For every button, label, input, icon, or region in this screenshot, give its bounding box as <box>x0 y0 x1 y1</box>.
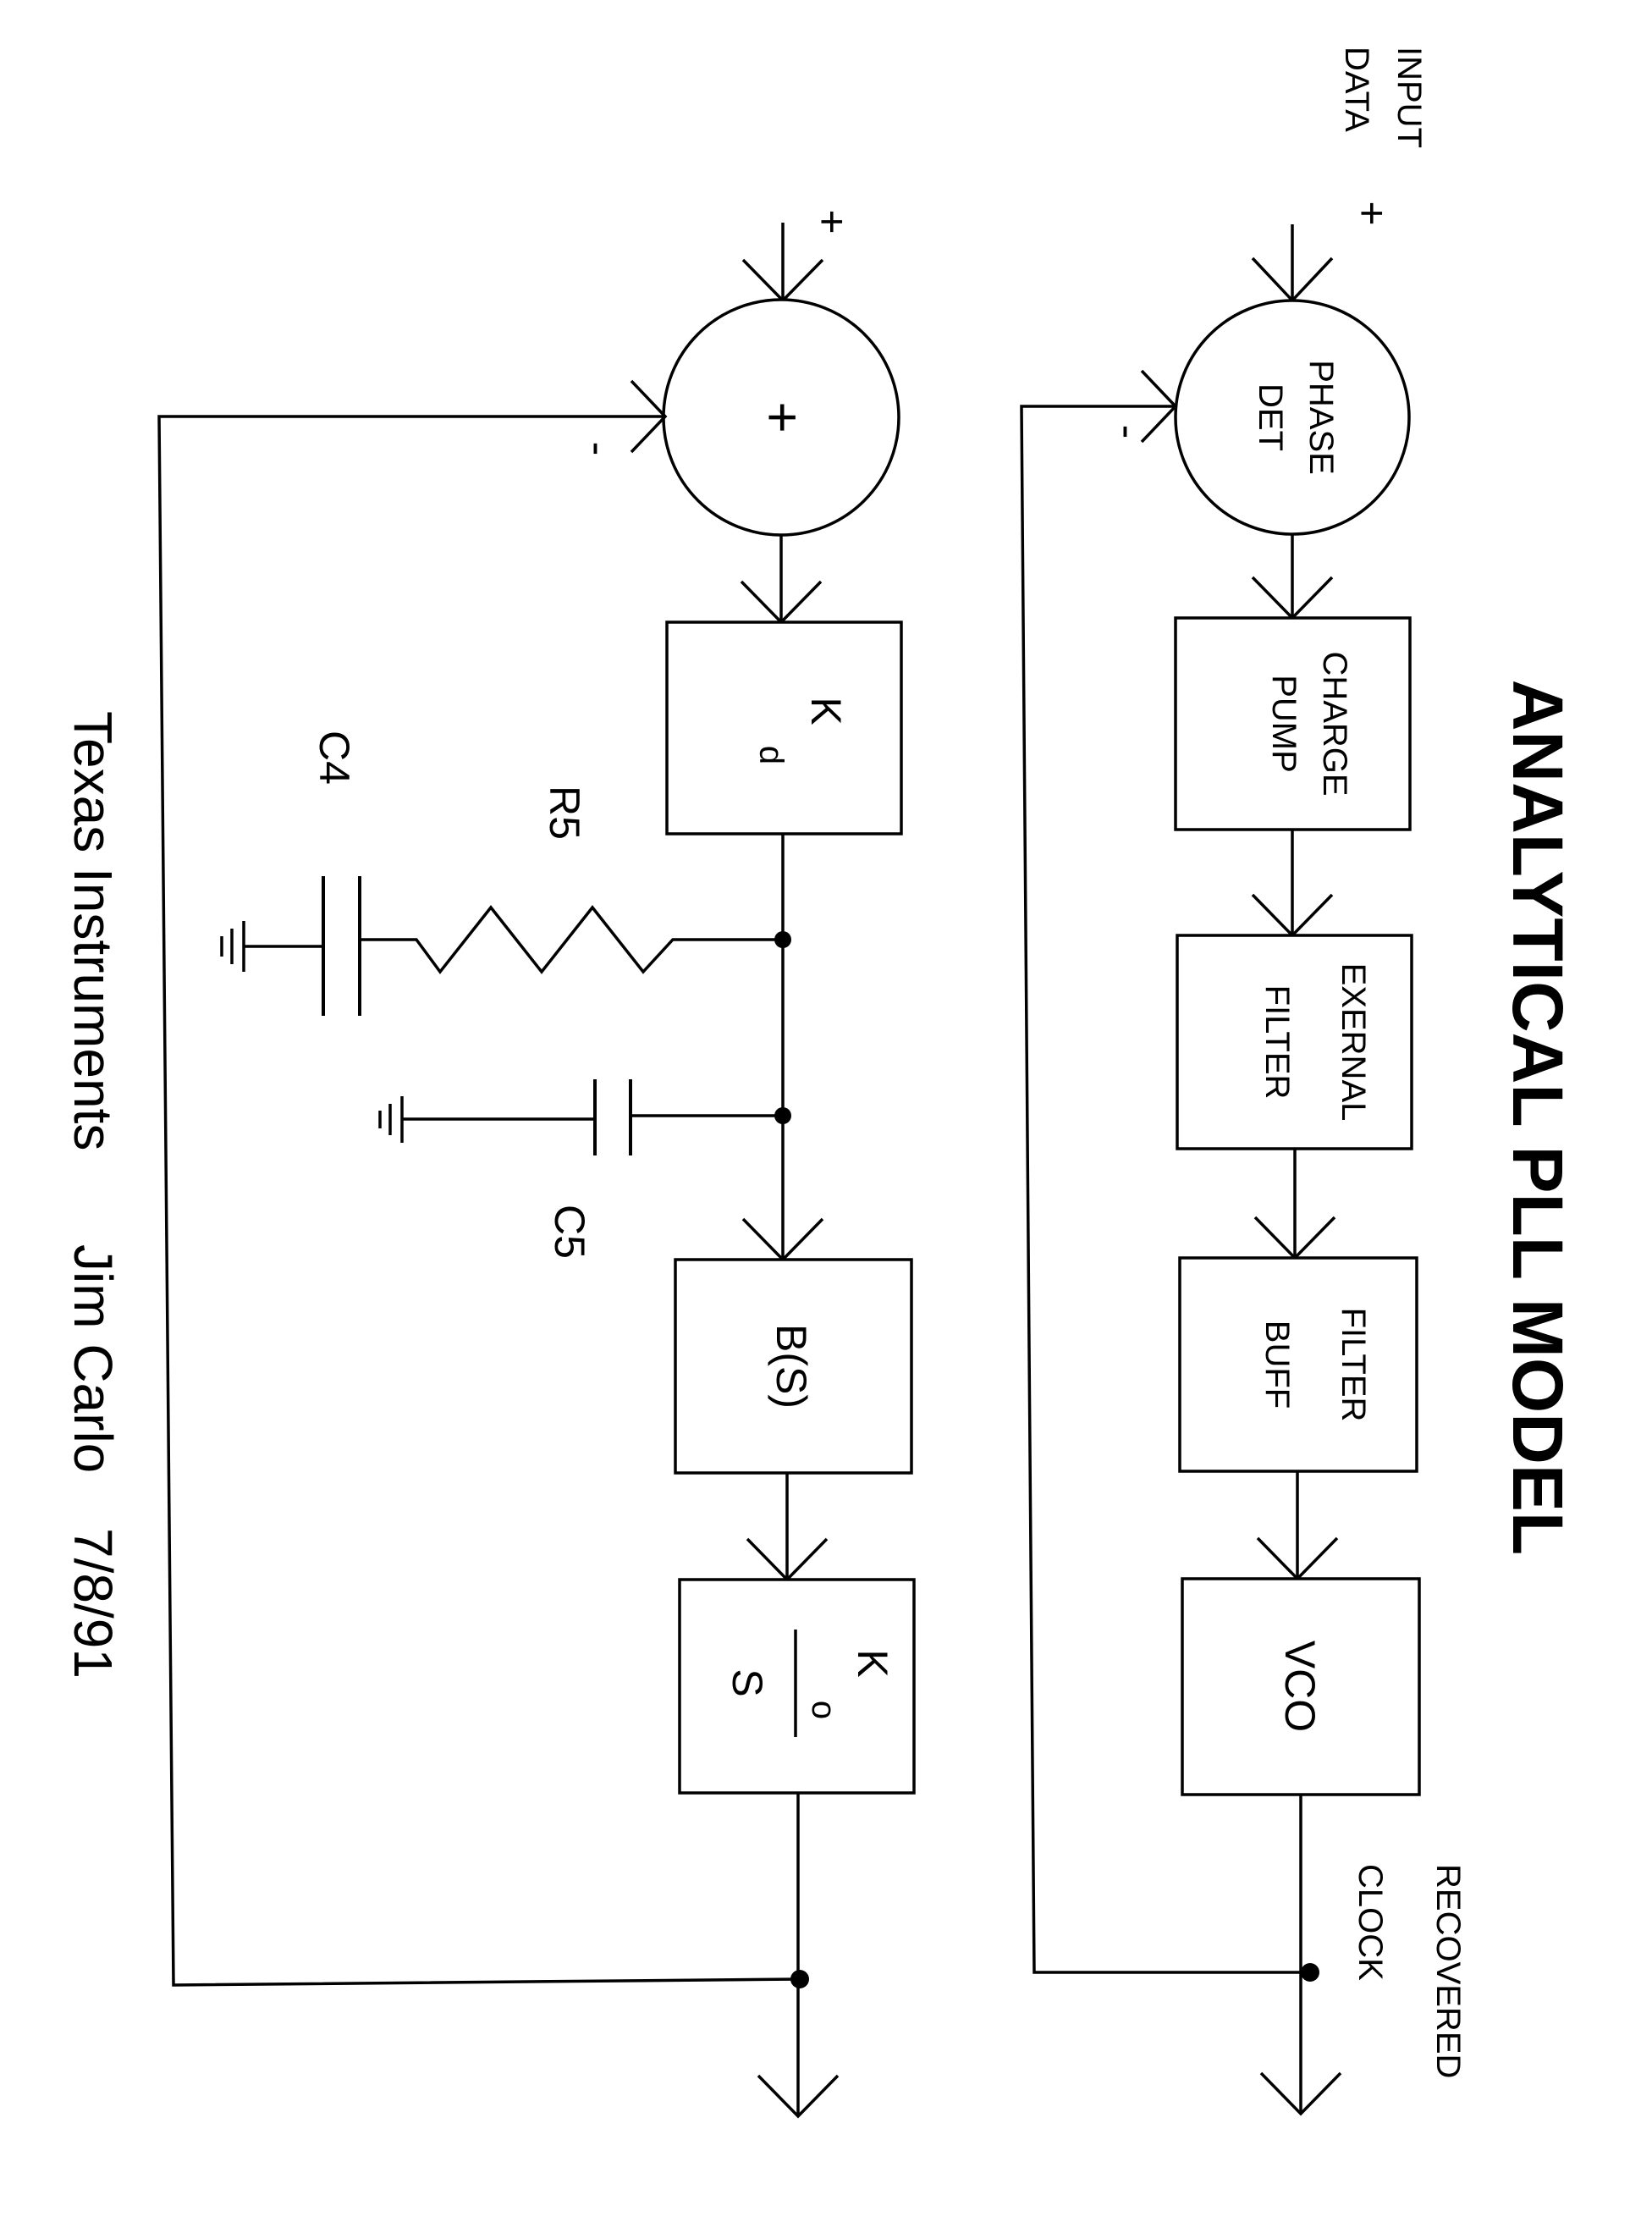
summer-minus-sign: - <box>575 442 622 456</box>
kd-block <box>665 620 903 836</box>
footer-company: Texas Instruments <box>63 711 124 1150</box>
phase-det-minus-sign: - <box>1104 425 1152 439</box>
footer-date: 7/8/91 <box>63 1528 124 1679</box>
footer: Texas Instruments Jim Carlo 7/8/91 <box>63 711 124 1679</box>
svg-text:PUMP: PUMP <box>1265 675 1302 773</box>
svg-text:K: K <box>849 1649 896 1677</box>
svg-text:K: K <box>802 697 850 725</box>
bottom-feedback-wire <box>157 415 801 1987</box>
charge-pump-block <box>1174 616 1412 831</box>
summer-label: + <box>752 401 813 433</box>
svg-text:DET: DET <box>1252 383 1289 451</box>
charge-pump-label: CHARGE PUMP <box>1265 651 1353 796</box>
svg-text:FILTER: FILTER <box>1258 985 1296 1100</box>
svg-text:EXERNAL: EXERNAL <box>1335 963 1372 1122</box>
vco-block <box>1181 1577 1421 1796</box>
svg-text:o: o <box>805 1701 842 1719</box>
summer-plus-sign: + <box>808 209 856 234</box>
bs-block <box>674 1258 913 1475</box>
bottom-output-arrowhead <box>757 2074 840 2119</box>
recovered-clock-label: RECOVERED CLOCK <box>1352 1864 1467 2078</box>
output-arrowhead <box>1259 2071 1342 2116</box>
phase-det-circle <box>1174 299 1411 536</box>
c5-label: C5 <box>546 1205 593 1259</box>
svg-text:CLOCK: CLOCK <box>1352 1864 1389 1981</box>
svg-text:BUFF: BUFF <box>1258 1321 1296 1409</box>
footer-author: Jim Carlo <box>63 1244 124 1473</box>
bs-label: B(S) <box>768 1324 815 1409</box>
svg-text:RECOVERED: RECOVERED <box>1429 1864 1467 2078</box>
top-feedback-arrowhead <box>1140 369 1178 444</box>
svg-text:CHARGE: CHARGE <box>1316 651 1353 796</box>
top-chain: INPUT DATA + - PHASE DET CHARGE PUMP EXE… <box>1020 47 1467 2116</box>
external-filter-label: EXERNAL FILTER <box>1258 963 1372 1122</box>
svg-text:d: d <box>752 746 790 764</box>
filter-buff-block <box>1178 1256 1418 1473</box>
top-feedback-wire <box>1020 405 1310 1974</box>
svg-text:FILTER: FILTER <box>1335 1308 1372 1422</box>
svg-text:INPUT: INPUT <box>1390 47 1428 148</box>
ko-s-label: K o S <box>724 1630 896 1737</box>
external-filter-block <box>1176 934 1413 1150</box>
bottom-chain: + - + K d R5 C4 <box>157 209 916 2119</box>
r5-label: R5 <box>541 786 588 840</box>
vco-label: VCO <box>1276 1641 1324 1732</box>
input-data-label: INPUT DATA <box>1338 47 1428 148</box>
filter-buff-label: FILTER BUFF <box>1258 1308 1372 1422</box>
c4-label: C4 <box>311 731 358 785</box>
bottom-feedback-arrowhead <box>630 379 668 454</box>
svg-text:PHASE: PHASE <box>1302 360 1340 475</box>
svg-text:S: S <box>724 1668 771 1696</box>
kd-label: K d <box>752 697 850 764</box>
phase-det-plus-sign: + <box>1348 201 1396 225</box>
phase-det-label: PHASE DET <box>1252 360 1340 475</box>
svg-text:DATA: DATA <box>1338 47 1375 132</box>
r5-resistor-shape <box>360 905 783 974</box>
diagram-title: ANALYTICAL PLL MODEL <box>1498 680 1578 1556</box>
c4-ground-icon <box>220 921 245 972</box>
c5-ground-icon <box>378 1096 404 1143</box>
